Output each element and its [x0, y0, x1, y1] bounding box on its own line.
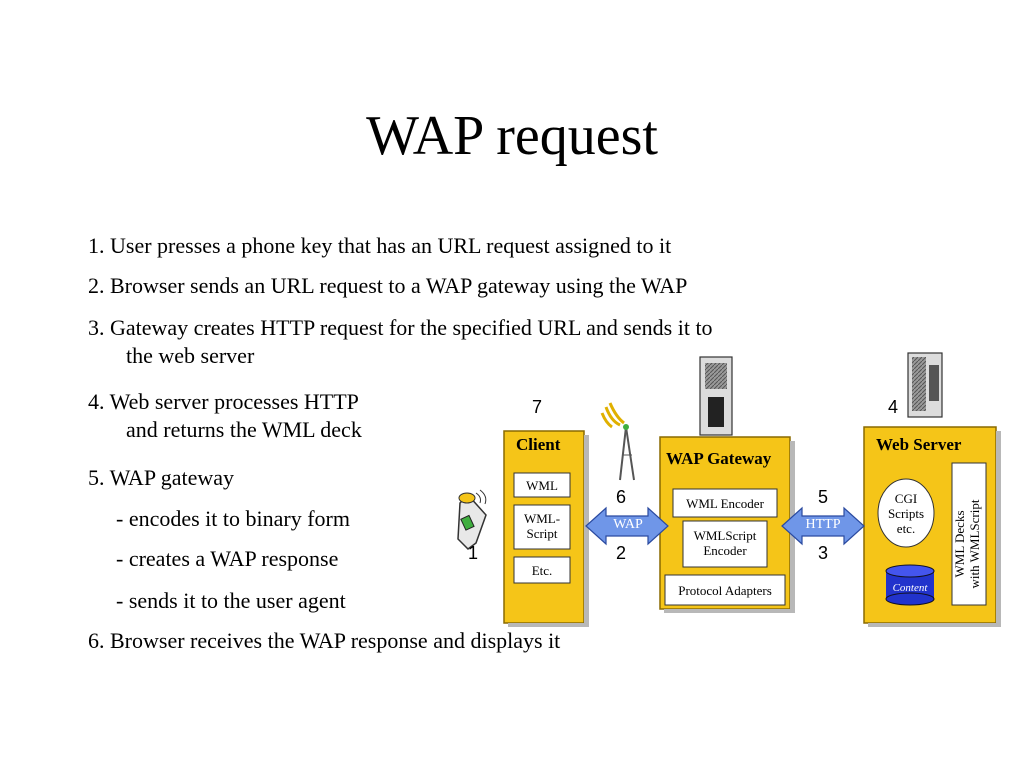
antenna-tower-icon [600, 402, 635, 481]
step-6: 6. Browser receives the WAP response and… [88, 628, 561, 653]
step-3: 3. Gateway creates HTTP request for the … [88, 315, 713, 368]
wap-arrow [585, 506, 669, 546]
web-server-icon [907, 352, 943, 418]
wmlscript-encoder-label: WMLScript Encoder [693, 528, 757, 558]
client-wml-label: WML [526, 478, 558, 493]
protocol-adapters-label: Protocol Adapters [678, 583, 772, 598]
client-box [503, 430, 589, 627]
step-number-5: 5 [818, 487, 829, 507]
step-5: 5. WAP gateway [88, 465, 235, 490]
http-arrow-label: HTTP [805, 517, 841, 532]
slide-title: WAP request [366, 105, 658, 167]
client-title: Client [516, 435, 561, 454]
client-wmlscript-label: WML- Script [523, 511, 561, 541]
gateway-box [659, 436, 795, 613]
server-title: Web Server [876, 435, 962, 454]
step-2: 2. Browser sends an URL request to a WAP… [88, 273, 688, 298]
step-5c: - sends it to the user agent [116, 588, 346, 613]
wap-architecture-diagram: Client WAP Gateway Web Server WML WML- S… [430, 345, 1020, 635]
web-server-box [863, 426, 1001, 627]
wap-arrow-label: WAP [613, 517, 643, 532]
step-number-7: 7 [532, 397, 543, 417]
wml-decks-label: WML Decks with WMLScript [952, 499, 982, 589]
step-5b: - creates a WAP response [116, 546, 339, 571]
wml-encoder-label: WML Encoder [686, 496, 764, 511]
diagram-graphics [457, 352, 1001, 627]
step-number-3: 3 [818, 543, 829, 563]
http-arrow [781, 506, 865, 546]
gateway-title: WAP Gateway [666, 449, 772, 468]
content-label: Content [892, 582, 928, 594]
cgi-scripts-label: CGI Scripts etc. [887, 491, 925, 536]
client-etc-label: Etc. [531, 563, 553, 578]
mobile-phone-icon [457, 489, 487, 550]
step-1: 1. User presses a phone key that has an … [88, 233, 672, 258]
step-number-1: 1 [468, 543, 479, 563]
step-number-2: 2 [616, 543, 627, 563]
gateway-server-icon [699, 356, 733, 436]
step-number-4: 4 [888, 397, 899, 417]
content-database-icon [885, 564, 935, 606]
step-5a: - encodes it to binary form [116, 506, 350, 531]
step-number-6: 6 [616, 487, 627, 507]
